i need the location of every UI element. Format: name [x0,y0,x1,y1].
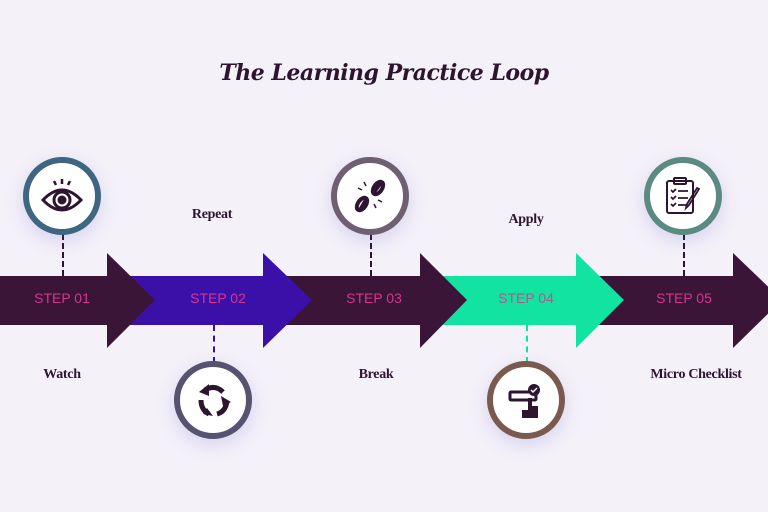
connector-05 [683,234,685,276]
hand-click-check-icon [508,384,540,418]
step-04-title: Apply [508,212,544,227]
step-05-label: STEP 05 [656,290,712,306]
step-02-title: Repeat [191,207,233,222]
arrow-step-01 [0,253,155,348]
step-01-label: STEP 01 [34,290,90,306]
step-02-badge [174,361,252,439]
step-03-badge [331,157,409,235]
eye-icon [40,179,84,212]
step-05-title: Micro Checklist [650,367,742,382]
broken-chain-icon [354,179,386,213]
arrow-step-02 [107,253,312,348]
step-01-title: Watch [43,367,81,382]
cycle-arrows-icon [198,384,231,417]
connector-02 [213,325,215,363]
connector-01 [62,234,64,276]
step-03-label: STEP 03 [346,290,402,306]
step-03-title: Break [358,367,394,382]
arrow-step-05 [576,253,768,348]
step-04-badge [487,361,565,439]
step-01-badge [23,157,101,235]
connector-03 [370,234,372,276]
step-02-label: STEP 02 [190,290,246,306]
step-04-label: STEP 04 [498,290,554,306]
page-title: The Learning Practice Loop [219,60,549,86]
arrow-step-04 [420,253,624,348]
clipboard-checklist-icon [666,177,701,214]
step-05-badge [644,157,722,235]
connector-04 [526,325,528,363]
arrow-step-03 [263,253,467,348]
